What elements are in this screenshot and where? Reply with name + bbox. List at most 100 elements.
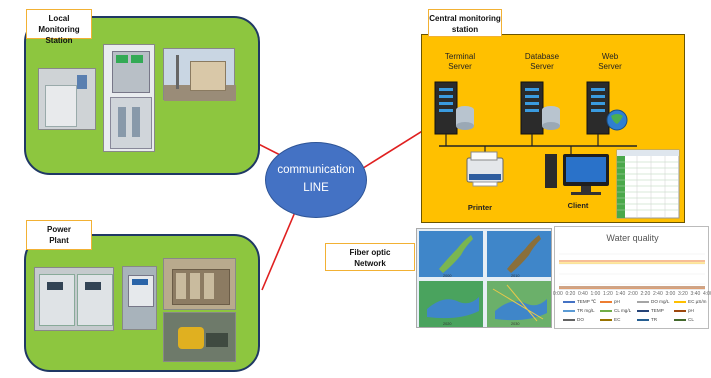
legend-label: CL (688, 317, 694, 322)
legend-label: CL mg/L (614, 308, 632, 313)
x-tick-label: 1:00 (590, 291, 601, 297)
x-tick-label: 0:00 (553, 291, 563, 297)
legend-swatch (563, 310, 575, 312)
x-tick-label: 1:40 (615, 291, 626, 297)
legend-entry: EC μS/m (674, 299, 706, 304)
terminal-server-label-line1: Terminal (444, 52, 476, 61)
legend-label: EC (614, 317, 621, 322)
legend-entry: pH (600, 299, 620, 304)
x-tick-label: 2:40 (653, 291, 663, 297)
map-caption-4: 2030 (511, 322, 520, 326)
web-server-label-line2: Server (598, 62, 622, 71)
legend-entry: pH (674, 308, 694, 313)
map-caption-1: 2000 (443, 274, 452, 278)
line-label: LINE (303, 182, 329, 194)
legend-label: pH (688, 308, 694, 313)
spreadsheet-image (616, 149, 680, 219)
legend-swatch (637, 319, 649, 321)
legend-label: TR mg/L (577, 308, 595, 313)
x-tick-label: 4:00 (703, 291, 711, 297)
treatment-tanks-photo (163, 258, 236, 310)
monitoring-rack-photo (103, 44, 155, 152)
legend-entry: TEMP (637, 308, 664, 313)
x-tick-label: 1:20 (603, 291, 613, 297)
legend-label: TEMP (651, 308, 664, 313)
power-plant-label: Power Plant (26, 220, 92, 250)
x-tick-label: 0:20 (565, 291, 576, 297)
legend-entry: EC (600, 317, 620, 322)
local-monitoring-label-line2: Station (45, 36, 73, 45)
web-server-icon (586, 81, 628, 135)
line-plant-to-comm (261, 204, 299, 291)
database-server-label-line1: Database (524, 52, 560, 61)
legend-swatch (637, 301, 649, 303)
legend-swatch (637, 310, 649, 312)
client-computer-icon (545, 154, 609, 195)
x-tick-label: 3:00 (665, 291, 676, 297)
machinery-photo (163, 312, 236, 362)
communication-label: communication (277, 164, 355, 176)
terminal-server-label-line2: Server (448, 62, 472, 71)
x-tick-label: 3:20 (678, 291, 688, 297)
local-monitoring-label-line1: Local Monitoring (38, 14, 80, 34)
legend-entry: CL (674, 317, 694, 322)
client-label: Client (567, 201, 589, 210)
legend-label: DO mg/L (651, 299, 670, 304)
water-quality-legend: TEMP ℃ pH DO mg/L EC μS/m TR mg/L CL mg/L TEMP… (563, 299, 710, 329)
legend-entry: TR mg/L (563, 308, 595, 313)
web-server-label: Web Server (585, 52, 635, 72)
legend-label: TR (651, 317, 658, 322)
local-monitoring-label: Local Monitoring Station (26, 9, 92, 45)
legend-swatch (600, 310, 612, 312)
legend-swatch (674, 310, 686, 312)
communication-line-node: communication LINE (265, 142, 367, 218)
fiber-optic-label-line2: Network (354, 259, 386, 268)
legend-entry: DO mg/L (637, 299, 669, 304)
fiber-network-maps: 2000 2010 2020 2030 (416, 228, 552, 328)
legend-label: TEMP ℃ (577, 299, 597, 304)
legend-entry: TR (637, 317, 657, 322)
station-building-photo (163, 48, 236, 101)
x-tick-label: 2:00 (628, 291, 638, 297)
power-plant-label-line2: Plant (49, 236, 69, 245)
printer-label: Printer (467, 203, 493, 212)
control-panels-photo (34, 267, 114, 331)
legend-swatch (600, 319, 612, 321)
legend-label: EC μS/m (688, 299, 707, 304)
terminal-server-label: Terminal Server (434, 52, 486, 72)
japan-maps-graphic (419, 231, 551, 327)
map-caption-3: 2020 (443, 322, 452, 326)
fiber-optic-label-line1: Fiber optic (349, 248, 391, 257)
power-plant-label-line1: Power (46, 225, 71, 234)
database-server-label-line2: Server (530, 62, 554, 71)
legend-entry: CL mg/L (600, 308, 631, 313)
legend-entry: DO (563, 317, 584, 322)
web-server-label-line1: Web (601, 52, 619, 61)
water-quality-plot (559, 253, 705, 290)
legend-swatch (674, 319, 686, 321)
legend-entry: TEMP ℃ (563, 299, 596, 305)
legend-label: pH (614, 299, 620, 304)
central-network-graphics (434, 81, 680, 219)
x-tick-label: 3:40 (690, 291, 701, 297)
database-server-label: Database Server (514, 52, 570, 72)
terminal-server-icon (434, 81, 474, 135)
x-tick-label: 2:20 (640, 291, 651, 297)
central-monitoring-label-line1: Central monitoring (429, 14, 501, 23)
analyzer-photo (122, 266, 157, 330)
legend-swatch (563, 319, 575, 321)
central-monitoring-label: Central monitoring station (428, 9, 502, 37)
x-tick-label: 0:40 (578, 291, 588, 297)
water-quality-title: Water quality (606, 233, 659, 243)
legend-label: DO (577, 317, 584, 322)
fiber-optic-label: Fiber optic Network (325, 243, 415, 271)
central-monitoring-label-line2: station (451, 25, 479, 34)
printer-icon (466, 151, 504, 187)
legend-swatch (563, 301, 575, 303)
legend-swatch (674, 301, 686, 303)
cabinet-photo (38, 68, 96, 130)
database-server-icon (520, 81, 560, 135)
legend-swatch (600, 301, 612, 303)
map-caption-2: 2010 (511, 274, 520, 278)
